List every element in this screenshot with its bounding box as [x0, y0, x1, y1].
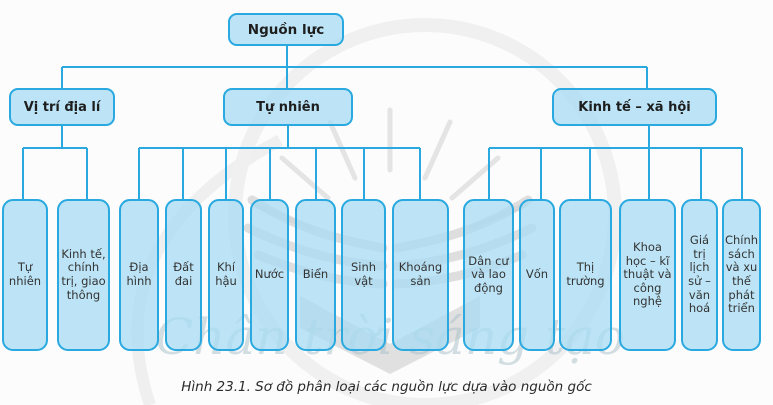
leaf-gia-tri-lich-su-van-hoa: Giá trị lịch sử – văn hoá: [681, 199, 718, 351]
node-vi-tri-dia-li: Vị trí địa lí: [9, 88, 115, 126]
leaf-thi-truong: Thị trường: [559, 199, 612, 351]
tree-connectors: [22, 46, 743, 199]
figure-caption: Hình 23.1. Sơ đồ phân loại các nguồn lực…: [181, 379, 592, 395]
node-nguon-luc: Nguồn lực: [228, 13, 344, 46]
node-tu-nhien: Tự nhiên: [223, 88, 353, 126]
leaf-von: Vốn: [519, 199, 555, 351]
leaf-nuoc: Nước: [250, 199, 289, 351]
leaf-khi-hau: Khí hậu: [208, 199, 244, 351]
leaf-dat-dai: Đất đai: [165, 199, 202, 351]
leaf-tu-nhien: Tự nhiên: [2, 199, 48, 351]
node-kinh-te-xa-hoi: Kinh tế – xã hội: [552, 88, 717, 126]
leaf-bien: Biển: [295, 199, 336, 351]
leaf-khoa-hoc-ki-thuat-va-cong-nghe: Khoa học – kĩ thuật và công nghệ: [619, 199, 676, 351]
leaf-dan-cu-va-lao-dong: Dân cư và lao động: [463, 199, 514, 351]
leaf-khoang-san: Khoáng sản: [392, 199, 449, 351]
leaf-dia-hinh: Địa hình: [119, 199, 159, 351]
leaf-kinh-te-chinh-tri-giao-thong: Kinh tế, chính trị, giao thông: [57, 199, 110, 351]
leaf-sinh-vat: Sinh vật: [341, 199, 386, 351]
leaf-chinh-sach-va-xu-the-phat-trien: Chính sách và xu thế phát triển: [722, 199, 761, 351]
